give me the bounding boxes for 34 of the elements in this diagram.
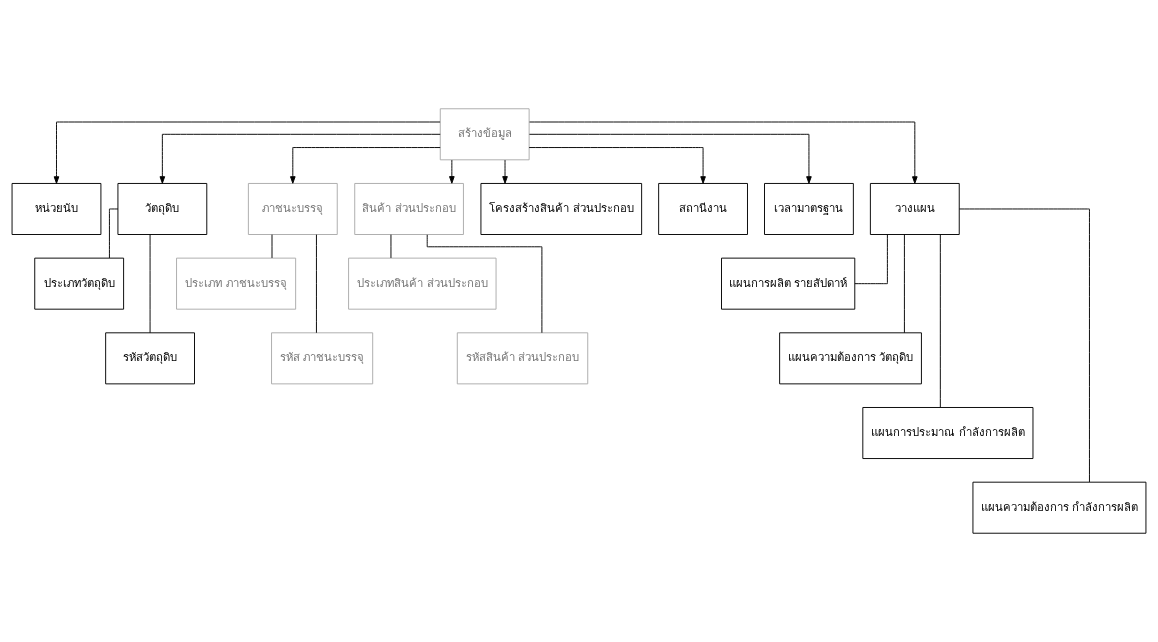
connector bbox=[108, 208, 119, 259]
node-box: สินค้า ส่วนประกอบ bbox=[354, 183, 464, 235]
node-box: แผนความต้องการ กำลังการผลิต bbox=[972, 481, 1147, 534]
arrow bbox=[502, 159, 508, 184]
node-box: แผนการผลิต รายสัปดาห์ bbox=[721, 257, 856, 310]
node-box: แผนการประมาณ กำลังการผลิต bbox=[862, 407, 1034, 459]
node-box: วางแผน bbox=[869, 183, 960, 235]
arrow bbox=[53, 121, 441, 184]
connector bbox=[149, 234, 151, 334]
arrow bbox=[528, 133, 812, 184]
node-box: รหัส ภาชนะบรรจุ bbox=[271, 332, 374, 385]
node-box: เวลามาตรฐาน bbox=[764, 183, 854, 235]
node-box: รหัสสินค้า ส่วนประกอบ bbox=[456, 332, 589, 385]
node-box: ประเภท ภาชนะบรรจุ bbox=[176, 257, 297, 310]
node-box: สร้างข้อมูล bbox=[439, 108, 530, 161]
connector bbox=[958, 208, 1090, 483]
arrow bbox=[528, 147, 706, 184]
node-box: ภาชนะบรรจุ bbox=[247, 183, 338, 235]
node-box: ประเภทสินค้า ส่วนประกอบ bbox=[348, 257, 497, 310]
connector bbox=[854, 234, 888, 285]
node-box: รหัสวัตถุดิบ bbox=[105, 332, 195, 385]
arrow bbox=[529, 121, 918, 184]
connector bbox=[903, 234, 905, 334]
node-box: แผนความต้องการ วัตถุดิบ bbox=[779, 332, 922, 385]
node-box: ประเภทวัตถุดิบ bbox=[34, 257, 125, 310]
connector bbox=[315, 234, 317, 334]
node-box: วัตถุดิบ bbox=[117, 183, 208, 235]
node-box: สถานีงาน bbox=[658, 183, 748, 235]
arrow bbox=[159, 133, 441, 184]
connector bbox=[939, 234, 941, 408]
arrow bbox=[449, 159, 455, 184]
node-box: โครงสร้างสินค้า ส่วนประกอบ bbox=[480, 183, 643, 235]
node-box: หน่วยนับ bbox=[11, 183, 102, 235]
arrow bbox=[290, 147, 441, 184]
